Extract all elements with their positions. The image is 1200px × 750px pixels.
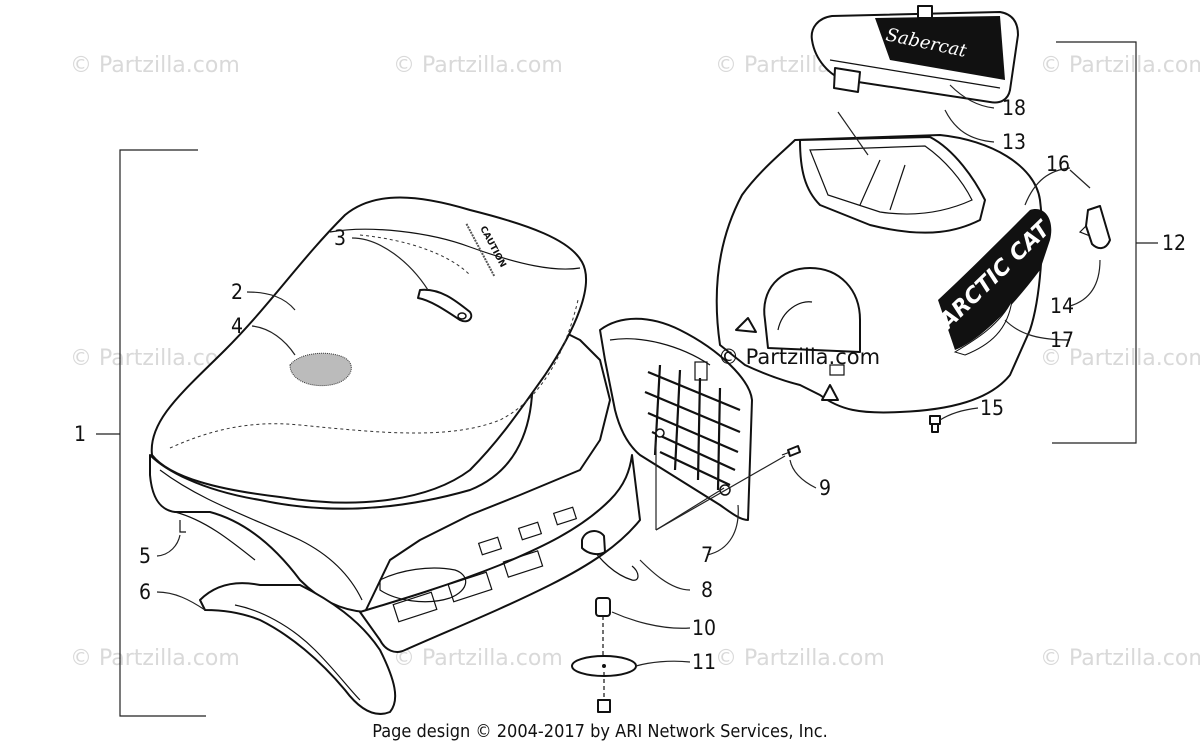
watermark: © Partzilla.com <box>393 53 563 78</box>
bumper-10 <box>595 597 611 660</box>
callout-18: 18 <box>1002 96 1026 120</box>
tether-cable <box>589 544 639 581</box>
watermark: © Partzilla.com <box>715 646 885 671</box>
screw-15 <box>929 415 941 433</box>
watermark: © Partzilla.com <box>1040 346 1200 371</box>
seat-strap <box>417 288 473 323</box>
seat-cushion <box>150 196 587 504</box>
watermark: © Partzilla.com <box>70 53 240 78</box>
storage-box: ARCTIC CAT <box>715 134 1111 414</box>
callout-8: 8 <box>701 578 713 602</box>
callout-13: 13 <box>1002 130 1026 154</box>
callout-4: 4 <box>231 314 243 338</box>
watermark: © Partzilla.com <box>1040 53 1200 78</box>
callout-14: 14 <box>1050 294 1074 318</box>
callout-12: 12 <box>1162 231 1186 255</box>
screw-9 <box>781 445 801 457</box>
seat-floor-pan <box>359 454 641 653</box>
callout-3: 3 <box>334 226 346 250</box>
watermark: © Partzilla.com <box>70 646 240 671</box>
latch-14 <box>1085 205 1111 250</box>
group-bracket-1 <box>96 149 206 717</box>
storage-lid: Sabercat <box>810 5 1019 104</box>
callout-11: 11 <box>692 650 716 674</box>
seat-pan-front <box>199 582 397 715</box>
callout-1: 1 <box>74 422 86 446</box>
brand-decal <box>938 209 1052 350</box>
callout-7: 7 <box>701 543 713 567</box>
callout-5: 5 <box>139 544 151 568</box>
callout-16: 16 <box>1046 152 1070 176</box>
seat-assembly: CAUTION <box>149 196 641 715</box>
callout-15: 15 <box>980 396 1004 420</box>
seat-back-bracket <box>581 317 753 581</box>
pad-11 <box>571 655 637 713</box>
leader-lines <box>156 84 1101 667</box>
callout-2: 2 <box>231 280 243 304</box>
watermark: © Partzilla.com <box>393 646 563 671</box>
velcro-patch <box>289 352 352 387</box>
callout-6: 6 <box>139 580 151 604</box>
page-footer: Page design © 2004-2017 by ARI Network S… <box>372 721 828 742</box>
callouts: 1 2 3 4 5 6 7 8 9 10 11 12 13 14 15 16 1… <box>74 96 1186 674</box>
watermark: © Partzilla.com <box>1040 646 1200 671</box>
callout-10: 10 <box>692 616 716 640</box>
group-bracket-12 <box>1052 41 1158 444</box>
callout-17: 17 <box>1050 328 1074 352</box>
callout-9: 9 <box>819 476 831 500</box>
center-watermark: © Partzilla.com <box>718 345 880 369</box>
